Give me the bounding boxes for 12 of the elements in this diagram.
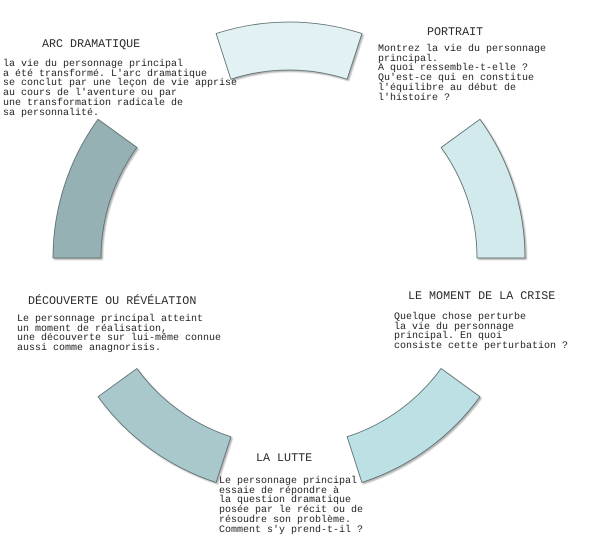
stage-heading: LA LUTTE <box>256 452 312 465</box>
stage-heading: ARC DRAMATIQUE <box>42 38 140 51</box>
stage-description: Montrez la vie du personnage principal. A quoi ressemble-t-elle ? Qu'est-ce qui en constitue l'équilibre au début de l'histoire ? <box>378 45 546 104</box>
stage-heading: PORTRAIT <box>427 26 484 39</box>
arc-segment <box>440 118 528 261</box>
stage-description: la vie du personnage principal a été transformé. L'arc dramatique se conclut par une leçon de vie apprise au cours de l'aventure ou par une transformation radicale de sa personnalité. <box>3 60 238 118</box>
stage-heading: DÉCOUVERTE OU RÉVÉLATION <box>28 295 196 308</box>
stage-description: Le personnage principal essaie de répondre à la question dramatique posée par le récit ou de résoudre son problème. Comment s'y prend-t-il ? <box>219 477 364 536</box>
stage-description: Quelque chose perturbe la vie du personnage principal. En quoi consiste cette perturbation ? <box>394 313 568 352</box>
stage-description: Le personnage principal atteint un moment de réalisation, une découverte sur lui-même connue aussi comme anagnorisis. <box>17 315 222 354</box>
arc-segment <box>97 367 234 486</box>
stage-heading: LE MOMENT DE LA CRISE <box>408 290 556 303</box>
